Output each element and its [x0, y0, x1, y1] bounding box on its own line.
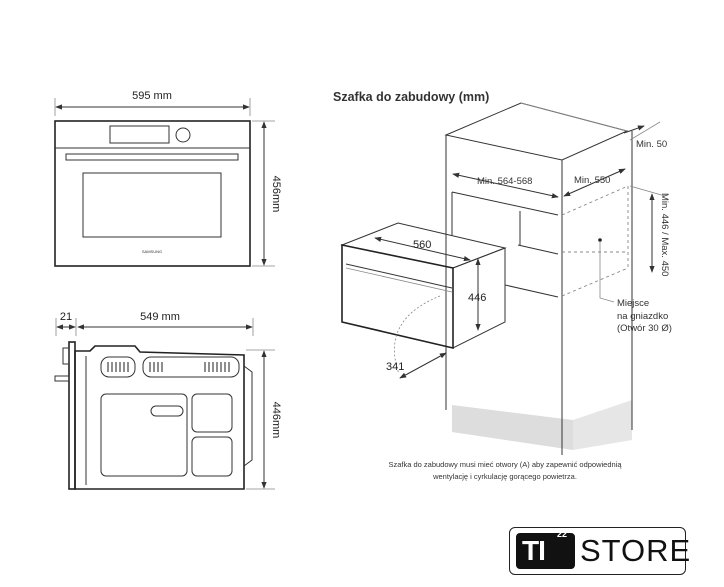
front-view: 595 mm SAMSUNG 456mm — [54, 90, 282, 267]
height-range-label: Min. 446 / Max. 450 — [659, 193, 670, 276]
note-line-1: Szafka do zabudowy musi mieć otwory (A) … — [388, 460, 622, 469]
side-view: 21 549 mm 446mm — [54, 311, 282, 490]
logo-mark: TI — [516, 533, 575, 569]
door-swing-label: 341 — [386, 361, 404, 373]
cabinet-diagram: Szafka do zabudowy (mm) Min. 50 Min. 564… — [333, 90, 672, 455]
oven-isometric: 560 446 341 — [340, 222, 507, 379]
control-knob — [175, 127, 191, 143]
note-line-2: wentylację i cyrkulację gorącego powietr… — [433, 472, 577, 481]
socket-label-1: Miejsce — [617, 298, 649, 309]
cabinet-title: Szafka do zabudowy (mm) — [333, 90, 489, 104]
min-50-label: Min. 50 — [636, 139, 667, 150]
socket-marker — [598, 238, 602, 242]
front-height-label: 456mm — [270, 176, 282, 213]
oven-side-body — [74, 345, 245, 490]
oven-width-label: 560 — [413, 239, 431, 251]
oven-height-label: 446 — [468, 292, 486, 304]
logo-store-text: STORE — [580, 533, 692, 568]
side-depth-label: 549 mm — [140, 311, 180, 323]
min-depth-label: Min. 550 — [574, 175, 610, 186]
min-width-label: Min. 564-568 — [477, 176, 532, 187]
store-logo: TI 22 STORE — [509, 527, 690, 575]
door-window — [82, 172, 222, 238]
logo-superscript: 22 — [557, 529, 568, 539]
socket-label-2: na gniazdko — [617, 311, 668, 322]
door-depth-label: 21 — [60, 311, 72, 323]
door-handle — [65, 153, 239, 161]
display-panel — [109, 125, 170, 144]
brand-logo: SAMSUNG — [142, 249, 162, 254]
socket-label-3: (Otwór 30 Ø) — [617, 323, 672, 334]
side-height-label: 446mm — [270, 402, 282, 439]
ventilation-note: Szafka do zabudowy musi mieć otwory (A) … — [360, 459, 650, 483]
front-width-label: 595 mm — [132, 90, 172, 102]
oven-front — [54, 120, 251, 267]
